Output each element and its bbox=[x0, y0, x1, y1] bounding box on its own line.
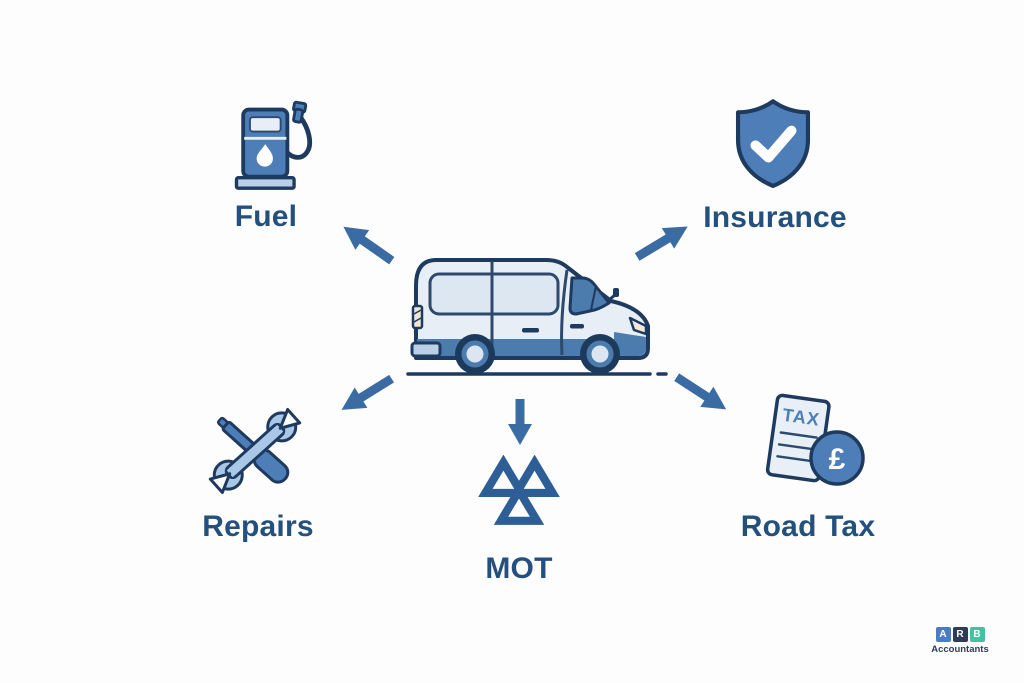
pound-coin-icon: £ bbox=[809, 430, 865, 486]
mot-label: MOT bbox=[485, 552, 553, 585]
mot-arrow-icon bbox=[508, 399, 532, 445]
tax-document-icon: TAX £ bbox=[765, 393, 865, 486]
fuel-label: Fuel bbox=[234, 200, 298, 233]
fuel-pump-icon bbox=[234, 100, 313, 190]
logo-name: Accountants bbox=[931, 644, 989, 655]
road-tax-arrow-icon bbox=[674, 373, 727, 410]
logo-letter-b: B bbox=[969, 627, 985, 642]
crossed-tools-icon bbox=[208, 408, 302, 494]
repairs-label: Repairs bbox=[202, 510, 314, 543]
mot-triangles-icon bbox=[478, 455, 560, 525]
insurance-label: Insurance bbox=[703, 201, 847, 234]
front-wheel bbox=[580, 334, 620, 374]
insurance-arrow-icon bbox=[634, 226, 688, 261]
delivery-van-illustration bbox=[406, 258, 668, 376]
pound-symbol: £ bbox=[829, 443, 846, 476]
repairs-arrow-icon bbox=[341, 374, 394, 410]
shield-check-icon bbox=[735, 99, 811, 189]
arb-accountants-logo: A R B Accountants bbox=[928, 627, 992, 655]
rear-wheel bbox=[455, 334, 495, 374]
logo-letter-r: R bbox=[952, 627, 968, 642]
logo-letter-a: A bbox=[935, 627, 951, 642]
fuel-arrow-icon bbox=[343, 226, 395, 265]
road-tax-label: Road Tax bbox=[740, 510, 876, 543]
